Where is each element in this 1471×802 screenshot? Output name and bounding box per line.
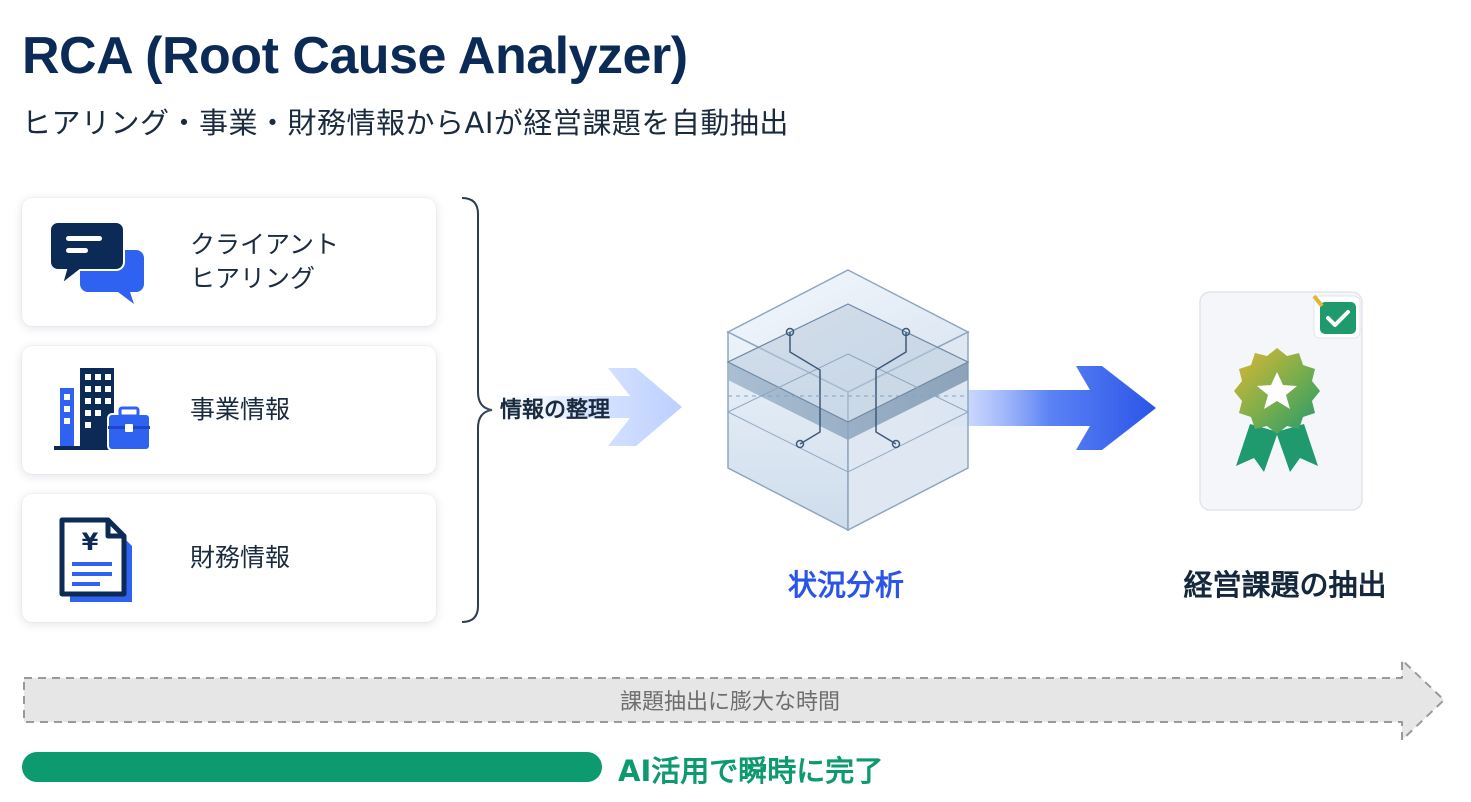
yen-document-icon: ¥: [59, 517, 132, 602]
award-badge-icon: [1234, 348, 1320, 472]
analysis-label: 状況分析: [787, 568, 904, 602]
input-card-business: 事業情報: [22, 346, 436, 474]
input-label: ヒアリング: [190, 264, 316, 293]
result-document-icon: [1199, 291, 1363, 511]
fast-timeline-bar: [22, 752, 602, 782]
input-label: 事業情報: [190, 395, 291, 425]
svg-text:¥: ¥: [82, 528, 99, 556]
building-briefcase-icon: [54, 368, 151, 451]
checkmark-icon: [1312, 294, 1361, 339]
chat-bubbles-icon: [50, 221, 144, 304]
input-card-finance: ¥ 財務情報: [22, 494, 436, 622]
input-label: クライアント: [190, 230, 340, 260]
organize-arrow: [480, 368, 682, 446]
analysis-cube-icon: [726, 269, 970, 532]
input-label: 財務情報: [190, 543, 291, 573]
slow-timeline-arrow: [23, 659, 1445, 741]
page-subtitle: ヒアリング・事業・財務情報からAIが経営課題を自動抽出: [22, 106, 789, 140]
fast-timeline-label: AI活用で瞬時に完了: [618, 754, 884, 788]
flow-arrow: [920, 366, 1156, 450]
page-title: RCA (Root Cause Analyzer): [22, 27, 688, 85]
input-card-hearing: クライアント ヒアリング: [22, 198, 436, 326]
slow-timeline-label: 課題抽出に膨大な時間: [619, 690, 840, 715]
organize-label: 情報の整理: [500, 398, 611, 423]
result-label: 経営課題の抽出: [1183, 568, 1387, 602]
